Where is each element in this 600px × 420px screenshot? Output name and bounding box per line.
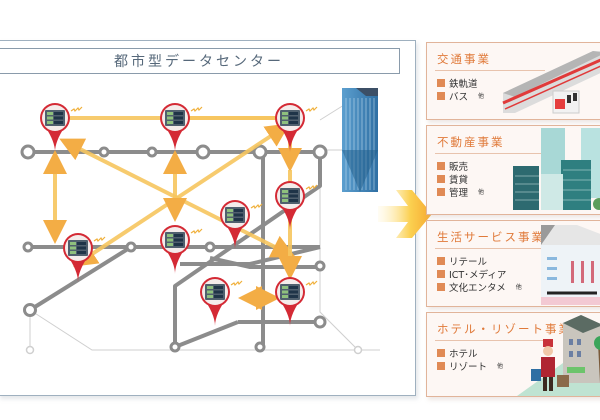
bullet-icon bbox=[437, 348, 445, 357]
item-label: ICT･メディア bbox=[449, 269, 507, 281]
datacenter-pin-icon bbox=[275, 103, 318, 152]
datacenter-pin-icon bbox=[63, 233, 106, 282]
divider bbox=[435, 153, 545, 154]
station bbox=[204, 241, 216, 253]
train-bus-icon bbox=[502, 51, 600, 114]
card-title: 生活サービス事業 bbox=[437, 230, 545, 244]
bullet-icon bbox=[437, 78, 445, 87]
hotel-bellhop-icon bbox=[517, 315, 600, 396]
datacenter-pin-icon bbox=[275, 277, 318, 326]
item-label: ホテル bbox=[449, 348, 478, 360]
bullet-icon bbox=[437, 269, 445, 278]
list-item: 鉄軌道 bbox=[437, 76, 484, 90]
card-title: 交通事業 bbox=[437, 52, 491, 66]
station bbox=[98, 146, 110, 158]
etc-label: 他 bbox=[478, 93, 485, 100]
datacenter-pin-icon bbox=[200, 277, 243, 326]
station bbox=[22, 241, 34, 253]
station bbox=[195, 144, 211, 160]
item-label: 販売 bbox=[449, 161, 469, 173]
diagram-title: 都市型データセンター bbox=[114, 54, 284, 70]
divider bbox=[435, 340, 545, 341]
bullet-icon bbox=[437, 174, 445, 183]
list-item: バス 他 bbox=[437, 89, 485, 103]
station bbox=[20, 144, 36, 160]
list-item: ホテル bbox=[437, 346, 503, 360]
item-label: リゾート bbox=[449, 361, 488, 373]
business-card-lifestyle: 生活サービス事業 リテール ICT･メディア 文化エンタメ 他 bbox=[426, 220, 600, 307]
list-item: 管理 他 bbox=[437, 185, 485, 199]
station bbox=[146, 146, 158, 158]
station bbox=[254, 341, 266, 353]
datacenter-pin-icon bbox=[275, 181, 318, 230]
station bbox=[169, 341, 181, 353]
minor-rail-lines bbox=[29, 99, 380, 351]
bullet-icon bbox=[437, 256, 445, 265]
retail-building-icon bbox=[541, 225, 600, 305]
item-label: 管理 bbox=[449, 187, 469, 199]
etc-label: 他 bbox=[497, 363, 504, 370]
minor-station bbox=[25, 345, 35, 355]
business-card-real-estate: 不動産事業 販売 賃貸 管理 他 bbox=[426, 125, 600, 215]
bullet-icon bbox=[437, 91, 445, 100]
item-label: 鉄軌道 bbox=[449, 78, 478, 90]
etc-label: 他 bbox=[478, 189, 485, 196]
list-item: 文化エンタメ 他 bbox=[437, 280, 522, 294]
buildings-icon bbox=[513, 128, 600, 210]
bullet-icon bbox=[437, 282, 445, 291]
divider bbox=[435, 70, 545, 71]
business-card-hotel-resort: ホテル・リゾート事業 ホテル リゾート 他 bbox=[426, 312, 600, 397]
station bbox=[125, 241, 137, 253]
list-item: 販売 bbox=[437, 159, 484, 173]
station bbox=[23, 303, 37, 317]
card-title: ホテル・リゾート事業 bbox=[437, 322, 572, 336]
right-arrow-icon bbox=[378, 190, 432, 238]
divider bbox=[435, 248, 545, 249]
diagram-title-box: 都市型データセンター bbox=[0, 48, 400, 74]
station bbox=[313, 315, 327, 329]
list-item: 賃貸 bbox=[437, 172, 484, 186]
etc-label: 他 bbox=[515, 284, 522, 291]
business-card-transport: 交通事業 鉄軌道 バス 他 bbox=[426, 42, 600, 120]
item-label: 賃貸 bbox=[449, 174, 469, 186]
datacenter-pin-icon bbox=[160, 103, 203, 152]
item-label: 文化エンタメ bbox=[449, 282, 506, 294]
minor-station bbox=[353, 345, 363, 355]
station bbox=[312, 144, 328, 160]
city-tower-icon bbox=[342, 88, 378, 192]
datacenter-pin-icon bbox=[160, 225, 203, 274]
card-title: 不動産事業 bbox=[437, 135, 505, 149]
item-label: バス bbox=[449, 91, 469, 103]
item-label: リテール bbox=[449, 256, 488, 268]
station bbox=[314, 260, 326, 272]
bullet-icon bbox=[437, 361, 445, 370]
datacenter-pin-icon bbox=[220, 200, 263, 249]
list-item: リゾート 他 bbox=[437, 359, 504, 373]
list-item: ICT･メディア bbox=[437, 267, 522, 281]
list-item: リテール bbox=[437, 254, 522, 268]
datacenter-pin-icon bbox=[40, 103, 83, 152]
bullet-icon bbox=[437, 187, 445, 196]
bullet-icon bbox=[437, 161, 445, 170]
